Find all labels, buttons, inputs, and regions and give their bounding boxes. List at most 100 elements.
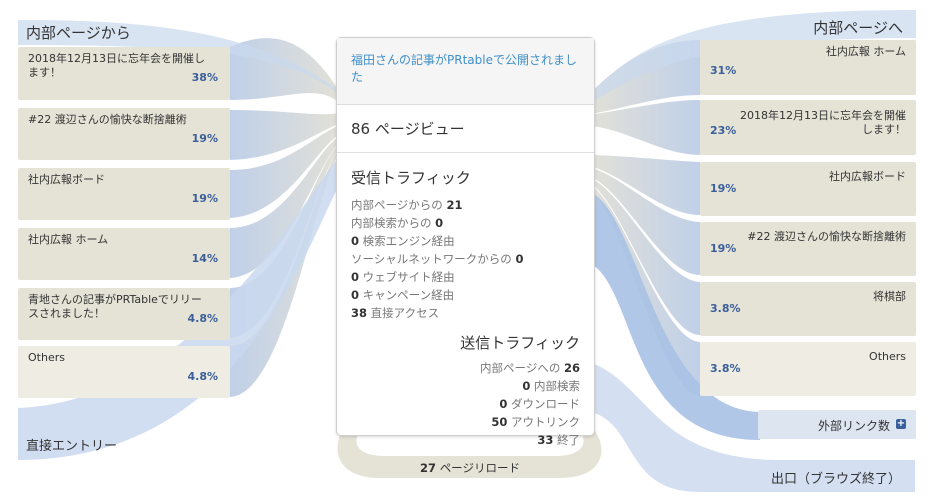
expand-plus-icon[interactable]: + <box>896 418 906 429</box>
outgoing-row-count: 26 <box>563 361 580 375</box>
outgoing-row-label: 終了 <box>557 433 580 447</box>
incoming-row: 38 直接アクセス <box>351 304 580 322</box>
incoming-row-count: 21 <box>446 198 463 212</box>
incoming-row-count: 0 <box>435 216 444 230</box>
flow-in-4 <box>230 134 345 278</box>
flow-in-2 <box>230 110 345 160</box>
right-item-pct: 3.8% <box>710 302 741 315</box>
right-item-3[interactable]: 社内広報ボード 19% <box>700 162 916 216</box>
pageviews: 86 ページビュー <box>337 105 594 153</box>
left-item-pct: 38% <box>191 71 218 84</box>
right-item-1[interactable]: 社内広報 ホーム 31% <box>700 40 916 95</box>
flow-in-3 <box>230 124 345 218</box>
flow-reload <box>337 420 602 478</box>
flow-in-direct <box>18 150 345 460</box>
right-item-others[interactable]: Others 3.8% <box>700 342 916 396</box>
incoming-traffic-title: 受信トラフィック <box>351 169 471 187</box>
flow-out-5 <box>584 176 700 335</box>
outgoing-row-count: 0 <box>499 397 508 411</box>
incoming-row-label: ソーシャルネットワークからの <box>351 252 512 266</box>
page-title-link[interactable]: 福田さんの記事がPRtableで公開されました <box>337 38 594 105</box>
flow-out-2 <box>584 100 700 155</box>
incoming-row: 0 キャンペーン経由 <box>351 286 580 304</box>
left-header: 内部ページから <box>26 24 131 42</box>
outgoing-row-label: 内部検索 <box>534 379 580 393</box>
outgoing-row-count: 50 <box>491 415 508 429</box>
incoming-row-count: 0 <box>515 252 524 266</box>
left-item-pct: 4.8% <box>187 312 218 325</box>
left-item-pct: 19% <box>191 132 218 145</box>
left-item-label: 2018年12月13日に忘年会を開催します！ <box>28 52 205 79</box>
outgoing-traffic-title: 送信トラフィック <box>460 334 580 352</box>
incoming-row-count: 0 <box>351 234 360 248</box>
left-item-5[interactable]: 青地さんの記事がPRTableでリリースされました！ 4.8% <box>18 288 230 340</box>
reload-text: ページリロード <box>439 461 520 475</box>
left-item-pct: 19% <box>191 192 218 205</box>
incoming-row: 0 検索エンジン経由 <box>351 232 580 250</box>
flow-out-4 <box>584 166 700 275</box>
left-item-pct: 4.8% <box>187 370 218 383</box>
right-item-label: Others <box>869 350 906 363</box>
right-item-pct: 3.8% <box>710 362 741 375</box>
left-item-1[interactable]: 2018年12月13日に忘年会を開催します！ 38% <box>18 47 230 100</box>
left-item-label: Others <box>28 351 65 364</box>
flow-out-external <box>584 190 760 440</box>
outgoing-row: 0 内部検索 <box>351 377 580 395</box>
outgoing-row-label: ダウンロード <box>511 397 580 411</box>
right-item-4[interactable]: #22 渡辺さんの愉快な断捨離術 19% <box>700 222 916 276</box>
incoming-row-label: ウェブサイト経由 <box>362 270 455 284</box>
direct-entry-label: 直接エントリー <box>26 439 118 454</box>
left-item-others[interactable]: Others 4.8% <box>18 346 230 398</box>
reload-count: 27 <box>420 461 437 475</box>
pageviews-label: ページビュー <box>374 120 465 138</box>
left-item-label: 社内広報 ホーム <box>28 233 109 246</box>
outgoing-row-label: アウトリンク <box>511 415 580 429</box>
incoming-row-label: 内部検索からの <box>351 216 432 230</box>
right-item-label: #22 渡辺さんの愉快な断捨離術 <box>747 230 906 243</box>
external-links-label: 外部リンク数 <box>817 419 890 433</box>
outgoing-row-count: 0 <box>522 379 531 393</box>
right-item-label: 社内広報ボード <box>829 170 906 183</box>
left-item-label: #22 渡辺さんの愉快な断捨離術 <box>28 113 187 126</box>
left-item-label: 青地さんの記事がPRTableでリリースされました！ <box>28 293 202 320</box>
exit-label: 出口（ブラウズ終了） <box>770 472 901 487</box>
flow-out-3 <box>584 155 700 215</box>
external-links-button[interactable]: 外部リンク数 + <box>758 410 916 439</box>
outgoing-row-label: 内部ページへの <box>480 361 561 375</box>
left-item-3[interactable]: 社内広報ボード 19% <box>18 168 230 220</box>
incoming-row: 内部ページからの 21 <box>351 196 580 214</box>
right-header: 内部ページへ <box>813 19 903 37</box>
incoming-row-label: 検索エンジン経由 <box>362 234 455 248</box>
outgoing-row: 33 終了 <box>351 431 580 449</box>
left-item-pct: 14% <box>191 252 218 265</box>
right-item-5[interactable]: 将棋部 3.8% <box>700 282 916 336</box>
right-item-pct: 31% <box>710 64 737 77</box>
page-reload-label: 27 ページリロード <box>395 460 545 476</box>
incoming-row-label: 直接アクセス <box>370 306 440 320</box>
incoming-row: 0 ウェブサイト経由 <box>351 268 580 286</box>
incoming-row-count: 0 <box>351 270 360 284</box>
right-item-label: 社内広報 ホーム <box>825 45 906 58</box>
right-item-2[interactable]: 2018年12月13日に忘年会を開催します！ 23% <box>700 100 916 155</box>
right-item-pct: 23% <box>710 124 737 137</box>
pageviews-count: 86 <box>351 120 371 138</box>
right-item-label: 将棋部 <box>873 290 906 303</box>
flow-right-header <box>584 10 916 108</box>
right-item-label: 2018年12月13日に忘年会を開催します！ <box>740 109 906 136</box>
incoming-row-label: キャンペーン経由 <box>362 288 455 302</box>
outgoing-row: 50 アウトリンク <box>351 413 580 431</box>
left-item-2[interactable]: #22 渡辺さんの愉快な断捨離術 19% <box>18 108 230 160</box>
left-item-4[interactable]: 社内広報 ホーム 14% <box>18 228 230 280</box>
flow-out-exit <box>584 360 915 492</box>
incoming-row-count: 0 <box>351 288 360 302</box>
outgoing-row-count: 33 <box>537 433 554 447</box>
outgoing-row: 0 ダウンロード <box>351 395 580 413</box>
left-item-label: 社内広報ボード <box>28 173 105 186</box>
page-summary-card: 福田さんの記事がPRtableで公開されました 86 ページビュー 受信トラフィ… <box>336 37 595 447</box>
incoming-row: ソーシャルネットワークからの 0 <box>351 250 580 268</box>
incoming-row-label: 内部ページからの <box>351 198 443 212</box>
right-item-pct: 19% <box>710 242 737 255</box>
incoming-row-count: 38 <box>351 306 368 320</box>
